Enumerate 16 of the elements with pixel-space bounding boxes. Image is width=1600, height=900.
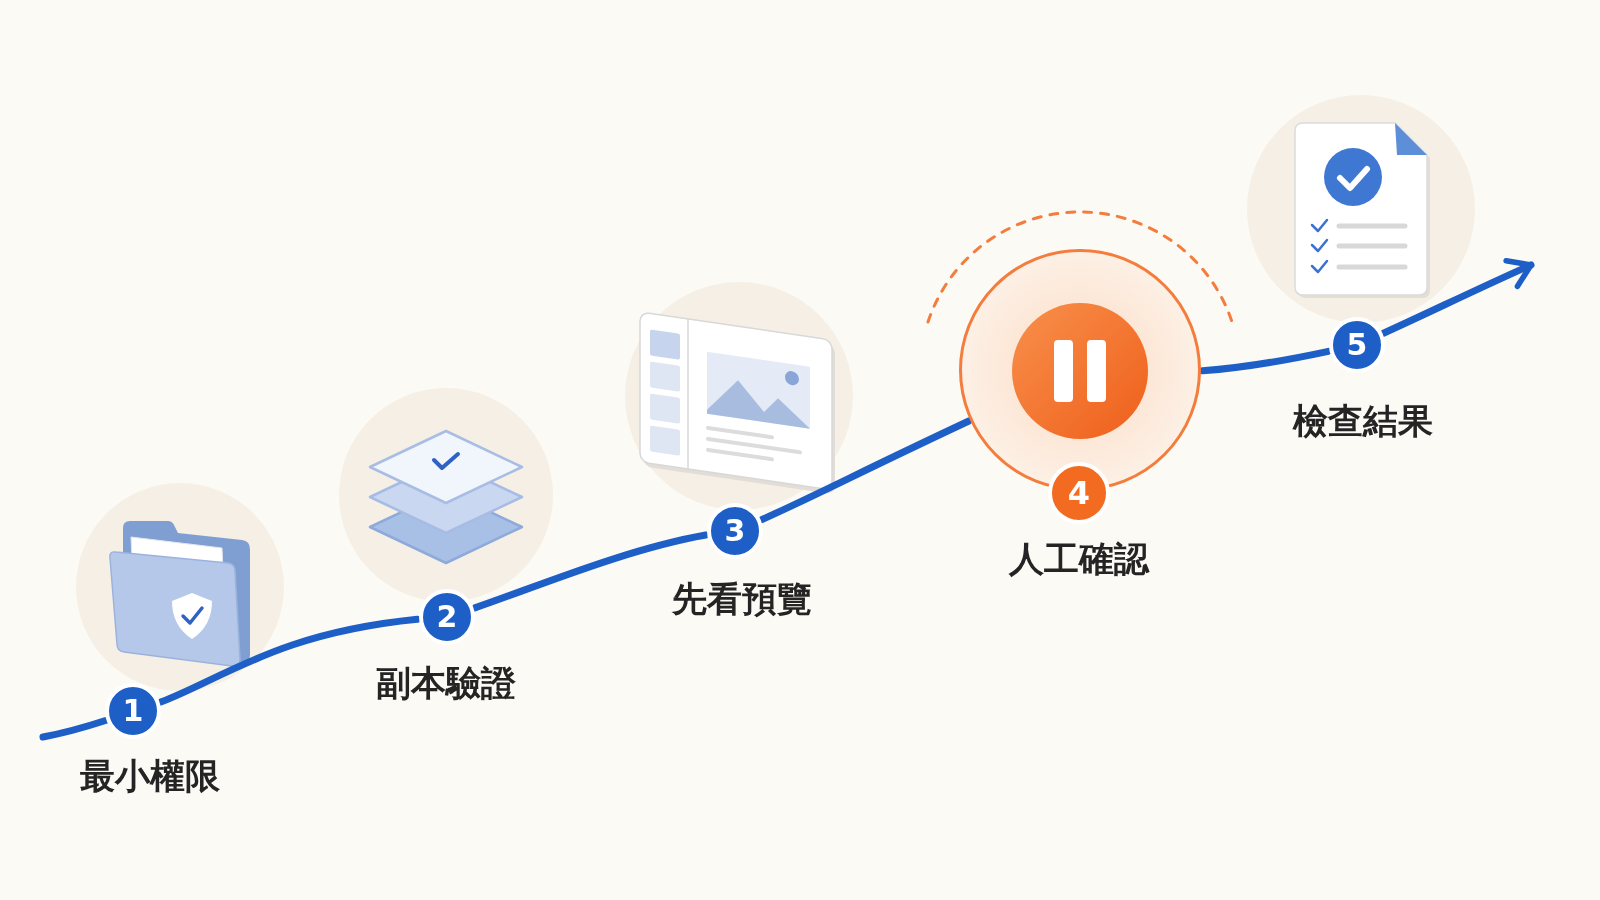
arrow [1380, 258, 1535, 337]
number-badge: 3 [707, 503, 763, 559]
step-label: 先看預覽 [672, 579, 812, 619]
connector-line [39, 717, 109, 741]
connector-line [471, 531, 710, 612]
connector-line [1199, 347, 1332, 375]
number-badge: 5 [1329, 317, 1385, 373]
step-label: 最小權限 [80, 756, 220, 796]
step-label: 人工確認 [1009, 539, 1149, 579]
number-badge: 2 [419, 589, 475, 645]
number-badge: 1 [105, 683, 161, 739]
connector-line [157, 615, 421, 706]
number-badge: 4 [1048, 462, 1110, 524]
step-label: 副本驗證 [376, 663, 516, 703]
connector-line [758, 417, 973, 523]
step-label: 檢查結果 [1293, 401, 1433, 441]
